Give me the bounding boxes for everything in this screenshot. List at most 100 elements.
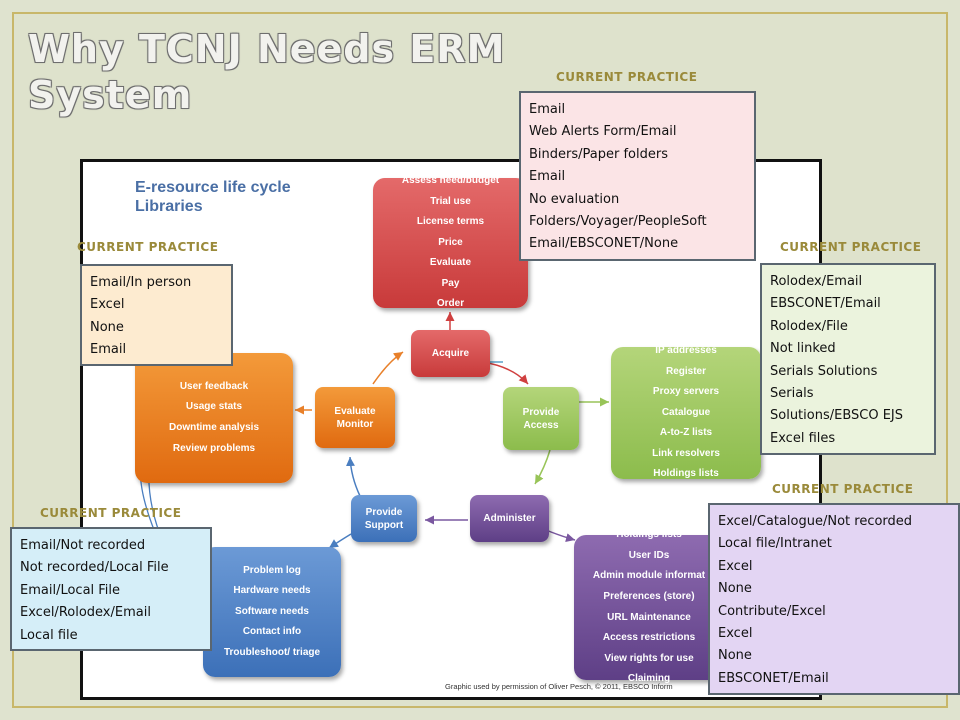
acquire-detail-line: Trial use (430, 195, 471, 207)
access-detail-line: Catalogue (661, 406, 711, 418)
practice-right-line: Rolodex/File (770, 318, 848, 334)
practice-left-line: Excel (90, 297, 125, 313)
practice-right-line: EBSCONET/Email (770, 296, 881, 312)
practice-top-line: Email (529, 169, 566, 185)
practice-top-line: No evaluation (529, 191, 620, 207)
arrow-support-to-evaluate (345, 456, 361, 497)
practice-bottom-right-line: EBSCONET/Email (718, 670, 829, 686)
diagram-title: E-resource life cycle Libraries (135, 178, 291, 216)
practice-top-line: Email (529, 102, 566, 117)
access-detail-line: Link resolvers (652, 447, 720, 459)
practice-bottom-right-line: None (718, 581, 752, 597)
evaluate-detail-line: Downtime analysis (168, 422, 260, 433)
administer-detail-line: View rights for use (604, 652, 694, 664)
stage-provide-support-line1: Provide (365, 506, 403, 518)
administer-detail-line: Holdings lists (616, 529, 682, 541)
stage-provide-support: Provide Support (351, 495, 417, 542)
cp-label-left: CURRENT PRACTICE (77, 240, 219, 254)
access-detail-line: Register (665, 365, 706, 377)
practice-left-line: None (90, 319, 124, 335)
arrow-access-to-administer (534, 449, 551, 485)
acquire-detail-line: License terms (416, 216, 485, 228)
diagram-title-line2: Libraries (135, 198, 203, 215)
cp-label-bottom-left: CURRENT PRACTICE (40, 506, 182, 520)
administer-detail-line: Admin module informat (592, 570, 706, 582)
stage-evaluate-monitor-line2: Monitor (336, 418, 374, 430)
support-detail-line: Software needs (235, 605, 309, 617)
practice-bottom-right-line: Excel/Catalogue/Not recorded (718, 514, 913, 529)
access-detail-line: Proxy servers (652, 386, 720, 398)
practice-bottom-right-line: Contribute/Excel (718, 603, 826, 619)
practice-right-line: Rolodex/Email (770, 274, 863, 289)
support-detail-line: Troubleshoot/ triage (223, 646, 321, 658)
stage-provide-access-line1: Provide (522, 406, 560, 418)
diagram-credit: Graphic used by permission of Oliver Pes… (445, 682, 673, 691)
evaluate-detail-line: Usage stats (185, 401, 243, 413)
practice-top-line: Web Alerts Form/Email (529, 124, 677, 140)
practice-right-line: Serials (770, 386, 814, 402)
stage-acquire: Acquire (411, 330, 490, 377)
practice-bottom-left-line: Email/Local File (20, 582, 121, 598)
practice-bottom-right-line: Local file/Intranet (718, 536, 832, 552)
diagram-title-line1: E-resource life cycle (135, 179, 291, 196)
administer-detail-line: User IDs (628, 549, 670, 561)
stage-evaluate-monitor-line1: Evaluate (334, 405, 376, 417)
practice-bottom-left-line: Email/Not recorded (20, 538, 146, 553)
stage-acquire-label: Acquire (431, 348, 470, 359)
practice-top-line: Email/EBSCONET/None (529, 236, 679, 252)
practice-top-line: Binders/Paper folders (529, 146, 668, 162)
support-detail-line: Hardware needs (233, 585, 311, 597)
access-detail-line: Holdings lists (653, 468, 719, 480)
acquire-detail-line: Pay (441, 277, 460, 289)
cp-label-bottom-right: CURRENT PRACTICE (772, 482, 914, 496)
access-detail-line: A-to-Z lists (659, 427, 713, 439)
arrow-support-to-details (328, 533, 352, 549)
practice-left-line: Email (90, 342, 127, 358)
support-detail-line: Problem log (243, 564, 301, 576)
acquire-detail-line: Assess need/budget (401, 174, 500, 186)
cp-label-right: CURRENT PRACTICE (780, 240, 922, 254)
practice-bottom-left-line: Local file (20, 627, 78, 643)
cp-label-top: CURRENT PRACTICE (556, 70, 698, 84)
slide-title-line1: Why TCNJ Needs ERM (28, 27, 506, 71)
administer-detail-line: URL Maintenance (607, 611, 691, 623)
stage-administer-label: Administer (483, 513, 536, 524)
evaluate-detail-line: User feedback (179, 380, 249, 392)
acquire-detail-line: Evaluate (429, 257, 472, 269)
administer-detail-line: Access restrictions (602, 632, 696, 644)
arrow-evaluate-to-acquire (372, 351, 404, 385)
access-detail-line: IP addresses (655, 344, 717, 356)
stage-evaluate-monitor: Evaluate Monitor (315, 387, 395, 448)
administer-detail-line: Claiming (627, 673, 671, 685)
acquire-detail-line: Price (438, 236, 463, 248)
slide-title-line2: System (28, 73, 193, 117)
practice-bottom-left-line: Not recorded/Local File (20, 560, 169, 576)
practice-bottom-right-line: Excel (718, 558, 753, 574)
administer-detail-line: Preferences (store) (603, 590, 695, 602)
evaluate-detail-line: Review problems (172, 442, 256, 454)
practice-right-line: Serials Solutions (770, 363, 878, 379)
practice-right-line: Excel files (770, 430, 836, 446)
practice-bottom-right-line: Excel (718, 626, 753, 642)
practice-bottom-right-line: None (718, 648, 752, 664)
acquire-detail-line: Order (436, 298, 465, 310)
stage-administer: Administer (470, 495, 549, 542)
support-detail-line: Contact info (242, 626, 302, 638)
stage-provide-access-line2: Access (523, 419, 559, 431)
stage-provide-access: Provide Access (503, 387, 579, 450)
practice-right-line: Solutions/EBSCO EJS (770, 408, 904, 424)
practice-left-line: Email/In person (90, 275, 192, 290)
practice-bottom-left-line: Excel/Rolodex/Email (20, 605, 151, 621)
practice-top-line: Folders/Voyager/PeopleSoft (529, 214, 707, 230)
practice-right-line: Not linked (770, 341, 836, 357)
